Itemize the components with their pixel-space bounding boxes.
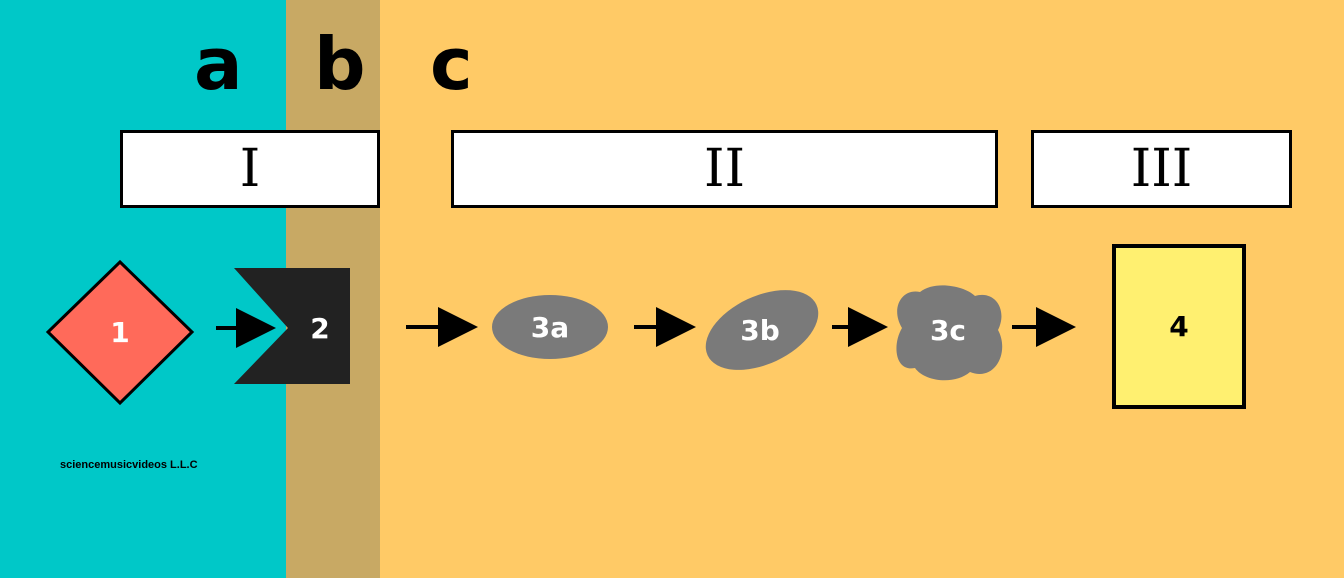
- node-3c: 3c: [896, 285, 1003, 381]
- phase-box-II: II: [451, 130, 998, 208]
- node-1: 1: [45, 259, 195, 406]
- node-2-label: 2: [310, 312, 329, 345]
- phase-box-I: I: [120, 130, 380, 208]
- zone-label-b: b: [314, 22, 366, 106]
- node-3a-label: 3a: [531, 311, 569, 344]
- node-3c-label: 3c: [930, 314, 966, 347]
- node-2-shape: [234, 268, 350, 384]
- zone-label-c: c: [430, 22, 473, 106]
- node-4: 4: [1112, 244, 1246, 409]
- node-4-label: 4: [1169, 310, 1188, 343]
- node-3b-shape: [705, 290, 819, 370]
- node-3b: 3b: [705, 290, 819, 370]
- node-3c-shape: [896, 285, 1003, 381]
- node-3a: 3a: [492, 295, 608, 359]
- node-1-label: 1: [110, 316, 129, 349]
- credit-text: sciencemusicvideos L.L.C: [60, 459, 198, 471]
- node-4-shape: [1112, 244, 1246, 409]
- node-3b-label: 3b: [740, 314, 780, 347]
- node-2: 2: [234, 268, 350, 384]
- phase-box-III: III: [1031, 130, 1292, 208]
- zone-label-a: a: [194, 22, 243, 106]
- node-3a-shape: [492, 295, 608, 359]
- node-1-shape: [45, 259, 195, 406]
